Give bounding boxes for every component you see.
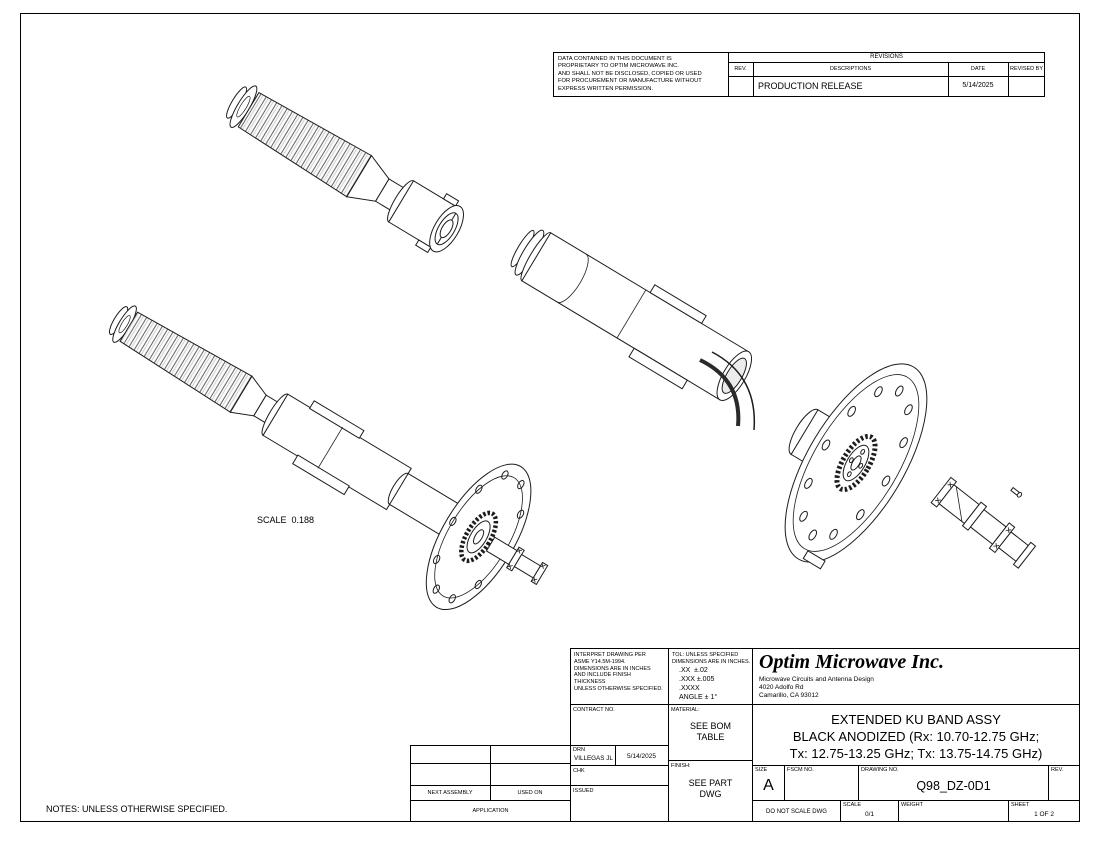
do-not-scale-cell: DO NOT SCALE DWG [752,800,841,822]
notice-line: FOR PROCUREMENT OR MANUFACTURE WITHOUT [558,78,702,85]
drn-date: 5/14/2025 [627,753,656,760]
drawing-no-value: Q98_DZ-0D1 [916,778,991,793]
revisions-title: REVISIONS [870,54,903,60]
do-not-scale-label: DO NOT SCALE DWG [766,809,827,815]
revisions-divider [753,62,754,97]
next-assembly-label: NEXT ASSEMBLY [427,790,473,796]
part-waveguide-twist [930,476,1037,569]
weight-cell: WEIGHT [898,800,1009,822]
interpret-line: AND INCLUDE FINISH [574,672,631,679]
finish-value: DWG [699,788,722,799]
issued-label: ISSUED [573,788,594,794]
weight-label: WEIGHT [901,802,923,808]
drn-divider [615,746,616,765]
proprietary-notice: DATA CONTAINED IN THIS DOCUMENT IS PROPR… [553,52,729,97]
rev-cell: REV. [1048,765,1080,801]
used-on-label: USED ON [517,790,543,796]
drawing-title-line: BLACK ANODIZED (Rx: 10.70-12.75 GHz; [792,729,1040,744]
interpret-line: UNLESS OTHERWISE SPECIFIED. [574,685,663,692]
drn-name: VILLEGAS JL [574,755,613,762]
part-feed-horn-upper [226,85,464,254]
revisions-table [728,52,1045,97]
scale-cell: SCALE 0/1 [840,800,899,822]
interpret-box: INTERPRET DRAWING PER ASME Y14.5M-1994. … [570,648,669,705]
checked-by-row: CHK [570,765,669,786]
notice-line: DATA CONTAINED IN THIS DOCUMENT IS [558,56,672,62]
notice-line: AND SHALL NOT BE DISCLOSED, COPIED OR US… [558,70,702,77]
tolerance-xx: .XX ±.02 [679,666,708,674]
issued-row: ISSUED [570,785,669,822]
rev-label: REV. [1051,767,1064,773]
application-divider [490,745,491,800]
material-value: SEE BOM [689,720,731,731]
drawing-no-cell: DRAWING NO. Q98_DZ-0D1 [858,765,1049,801]
drawing-no-label: DRAWING NO. [861,767,899,773]
tolerance-box: TOL: UNLESS SPECIFIED DIMENSIONS ARE IN … [668,648,753,705]
company-name: Optim Microwave Inc. [759,651,944,673]
finish-value: SEE PART [688,777,733,788]
finish-label: FINISH: [671,763,691,769]
general-notes: NOTES: UNLESS OTHERWISE SPECIFIED. [46,804,228,814]
part-screw [1010,486,1023,498]
drawing-title-line: Tx: 12.75-13.25 GHz; Tx: 13.75-14.75 GHz… [789,746,1043,761]
material-value: TABLE [696,731,725,742]
company-address1: 4020 Adolfo Rd [759,684,804,691]
scale-label: SCALE [843,802,862,808]
scale-value: 0/1 [864,810,875,818]
rev-col-header: REV. [734,66,747,72]
revisions-divider [948,62,949,97]
view-scale-note: SCALE 0.188 [257,515,315,525]
material-box: MATERIAL: SEE BOM TABLE [668,704,753,761]
interpret-line: DIMENSIONS ARE IN INCHES [574,665,651,672]
fscm-label: FSCM NO. [787,767,814,773]
drawn-by-row: DRN VILLEGAS JL 5/14/2025 [570,745,669,766]
drn-label: DRN [573,747,585,753]
drawing-title-box: EXTENDED KU BAND ASSY BLACK ANODIZED (Rx… [752,704,1080,766]
contract-label: CONTRACT NO. [573,707,615,713]
company-address2: Camarillo, CA 93012 [759,692,819,699]
drawing-title-line: EXTENDED KU BAND ASSY [831,712,1001,727]
part-horn-flange-assembly [108,305,549,611]
contract-box: CONTRACT NO. [570,704,669,746]
company-tagline: Microwave Circuits and Antenna Design [759,676,874,683]
tolerance-line: DIMENSIONS ARE IN INCHES. [672,658,751,665]
application-label: APPLICATION [472,808,509,814]
size-value: A [763,776,774,794]
revisions-divider [728,62,1045,63]
application-divider [410,800,571,801]
tolerance-xxxx: .XXXX [679,684,700,692]
date-col-header: DATE [970,66,986,72]
revision-row-date: 5/14/2025 [962,82,994,89]
notice-line: EXPRESS WRITTEN PERMISSION. [558,85,654,92]
interpret-line: ASME Y14.5M-1994. [574,658,626,665]
material-label: MATERIAL: [671,707,700,713]
tolerance-xxx: .XXX ±.005 [679,675,715,683]
revision-row-description: PRODUCTION RELEASE [758,81,863,91]
descriptions-col-header: DESCRIPTIONS [829,66,872,72]
part-omt-polarizer-body [510,229,753,401]
chk-label: CHK [573,768,585,774]
revisions-divider [728,76,1045,77]
sheet-value: 1 OF 2 [1034,810,1054,818]
interpret-line: INTERPRET DRAWING PER [574,652,646,658]
size-cell: SIZE A [752,765,785,801]
interpret-line: THICKNESS [574,679,606,686]
tolerance-line: TOL: UNLESS SPECIFIED [672,652,739,658]
sheet-label: SHEET [1011,802,1030,808]
sheet-cell: SHEET 1 OF 2 [1008,800,1080,822]
fscm-cell: FSCM NO. [784,765,859,801]
revised-by-col-header: REVISED BY [1009,66,1043,72]
company-box: Optim Microwave Inc. Microwave Circuits … [752,648,1080,705]
part-strap-bracket [699,351,756,431]
notice-line: PROPRIETARY TO OPTIM MICROWAVE INC. [558,63,679,70]
tolerance-angle: ANGLE ± 1° [679,693,718,701]
size-label: SIZE [755,767,768,773]
finish-box: FINISH: SEE PART DWG [668,760,753,822]
revisions-divider [1008,62,1009,97]
part-main-flange-plate [784,363,928,570]
